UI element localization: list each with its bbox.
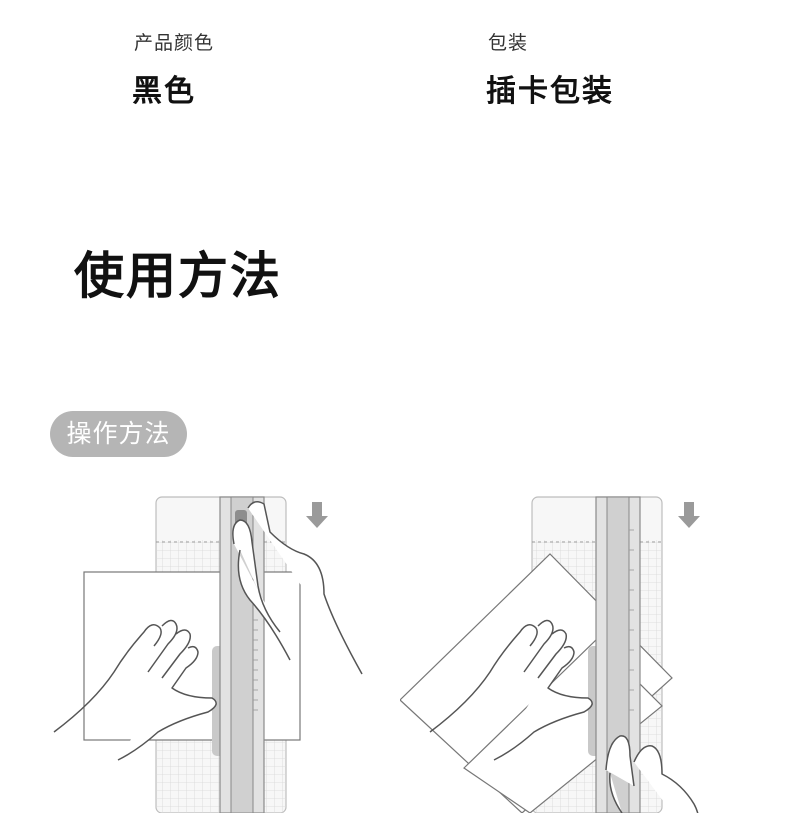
paper-cutter-illustration-2 [400, 496, 700, 813]
right-hand [232, 501, 363, 675]
illustration-step-1 [50, 470, 380, 813]
spec-color-label: 产品颜色 [134, 32, 215, 54]
illustration-step-2 [400, 470, 730, 813]
spec-color-value: 黑色 [132, 74, 196, 109]
down-arrow-icon [306, 502, 328, 528]
spec-package-label: 包装 [488, 32, 529, 54]
right-hand [605, 735, 699, 813]
spec-package-value: 插卡包装 [486, 74, 614, 109]
left-hand [429, 619, 593, 761]
left-hand [53, 619, 217, 761]
down-arrow-icon [678, 502, 700, 528]
paper-cutter-illustration-1 [53, 496, 363, 813]
usage-title: 使用方法 [74, 247, 282, 305]
step-pill: 操作方法 [50, 411, 187, 457]
